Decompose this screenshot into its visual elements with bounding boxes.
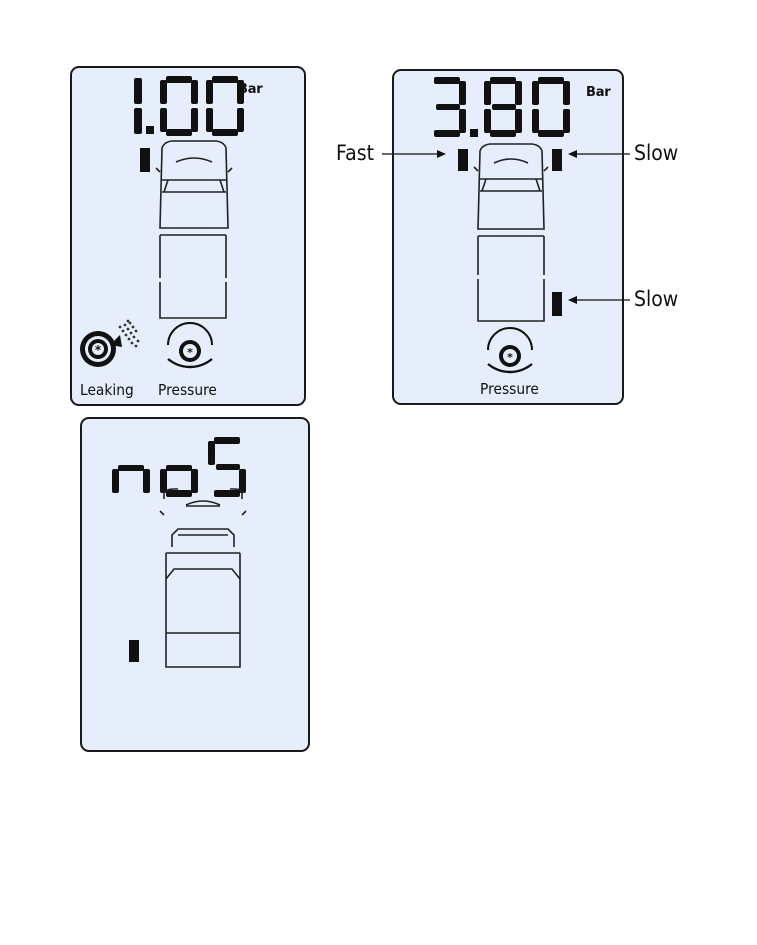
tire-leak-icon: *: [80, 320, 139, 367]
pressure-label: Pressure: [480, 380, 539, 398]
callout-slow-front: Slow: [634, 141, 678, 165]
arrow-icon: [568, 293, 632, 307]
callout-slow-rear: Slow: [634, 287, 678, 311]
svg-text:*: *: [187, 346, 193, 359]
arrow-icon: [568, 147, 632, 161]
leaking-label: Leaking: [80, 381, 134, 399]
lcd-panel-no-sensor: no5: [80, 417, 310, 752]
pressure-label: Pressure: [158, 381, 217, 399]
lcd-panel-leaking: Bar *: [70, 66, 306, 406]
truck-outline-icon: [82, 419, 312, 754]
tire-pressure-icon: *: [168, 323, 212, 367]
svg-text:*: *: [507, 351, 513, 364]
callout-fast: Fast: [336, 141, 374, 165]
svg-text:*: *: [95, 343, 102, 357]
tire-indicator-front-left: [140, 148, 150, 172]
tire-pressure-icon: *: [488, 328, 532, 372]
truck-outline-icon: *: [394, 71, 626, 407]
tire-indicator-rear-left: [129, 640, 139, 662]
lcd-panel-pressure: Bar * Pressure: [392, 69, 624, 405]
tire-indicator-rear-right: [552, 292, 562, 316]
tire-indicator-front-right: [552, 149, 562, 171]
truck-outline-icon: * *: [72, 68, 308, 408]
tire-indicator-front-left: [458, 149, 468, 171]
arrow-icon: [382, 147, 446, 161]
